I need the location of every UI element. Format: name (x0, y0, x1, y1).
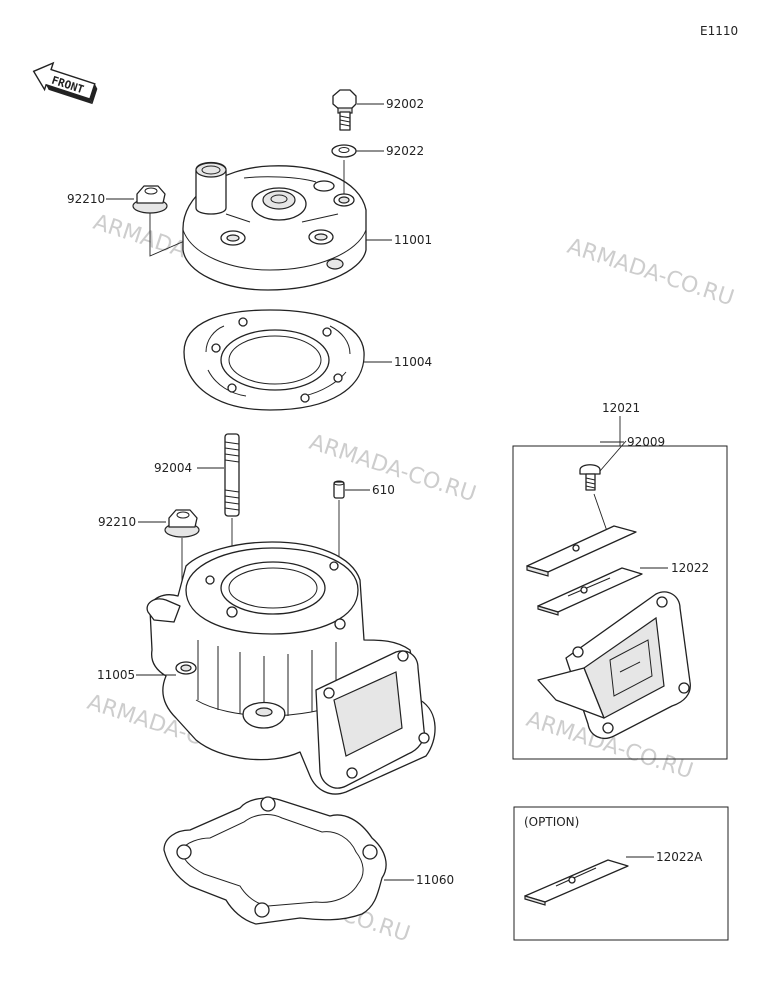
base-gasket-11060[interactable] (163, 796, 387, 925)
reed-valve-body[interactable] (537, 591, 691, 739)
label-12021[interactable]: 12021 (602, 401, 640, 415)
label-11005[interactable]: 11005 (97, 668, 135, 682)
cylinder-head-11001[interactable] (182, 161, 367, 291)
nut-92210-cylinder[interactable] (164, 509, 200, 538)
bolt-92002[interactable] (332, 89, 357, 131)
label-92210-head[interactable]: 92210 (67, 192, 105, 206)
label-11001[interactable]: 11001 (394, 233, 432, 247)
stud-92004[interactable] (224, 433, 240, 517)
reed-stopper[interactable] (526, 525, 637, 577)
reed-12022[interactable] (537, 567, 643, 616)
label-92002[interactable]: 92002 (386, 97, 424, 111)
cylinder-11005[interactable] (146, 541, 436, 795)
screw-92009[interactable] (579, 464, 601, 491)
label-610[interactable]: 610 (372, 483, 395, 497)
label-12022[interactable]: 12022 (671, 561, 709, 575)
dowel-pin-610[interactable] (333, 480, 345, 499)
label-11004[interactable]: 11004 (394, 355, 432, 369)
watermark-2: ARMADA-CO.RU (564, 234, 737, 311)
leader-92009-up (599, 440, 627, 472)
label-11060[interactable]: 11060 (416, 873, 454, 887)
option-label: (OPTION) (524, 815, 579, 829)
leader-92009-down (593, 493, 609, 535)
diagram-code: E1110 (700, 24, 738, 38)
label-92210-cylinder[interactable]: 92210 (98, 515, 136, 529)
label-92009[interactable]: 92009 (627, 435, 665, 449)
leader-92210-head-b (149, 213, 197, 257)
reed-option-12022A[interactable] (524, 859, 629, 906)
label-92004[interactable]: 92004 (154, 461, 192, 475)
head-gasket-11004[interactable] (183, 309, 365, 411)
label-12022A[interactable]: 12022A (656, 850, 703, 864)
label-92022[interactable]: 92022 (386, 144, 424, 158)
washer-92022[interactable] (331, 144, 357, 158)
front-arrow-icon: FRONT (32, 61, 98, 105)
option-box (513, 806, 729, 941)
nut-92210-head[interactable] (132, 185, 168, 214)
